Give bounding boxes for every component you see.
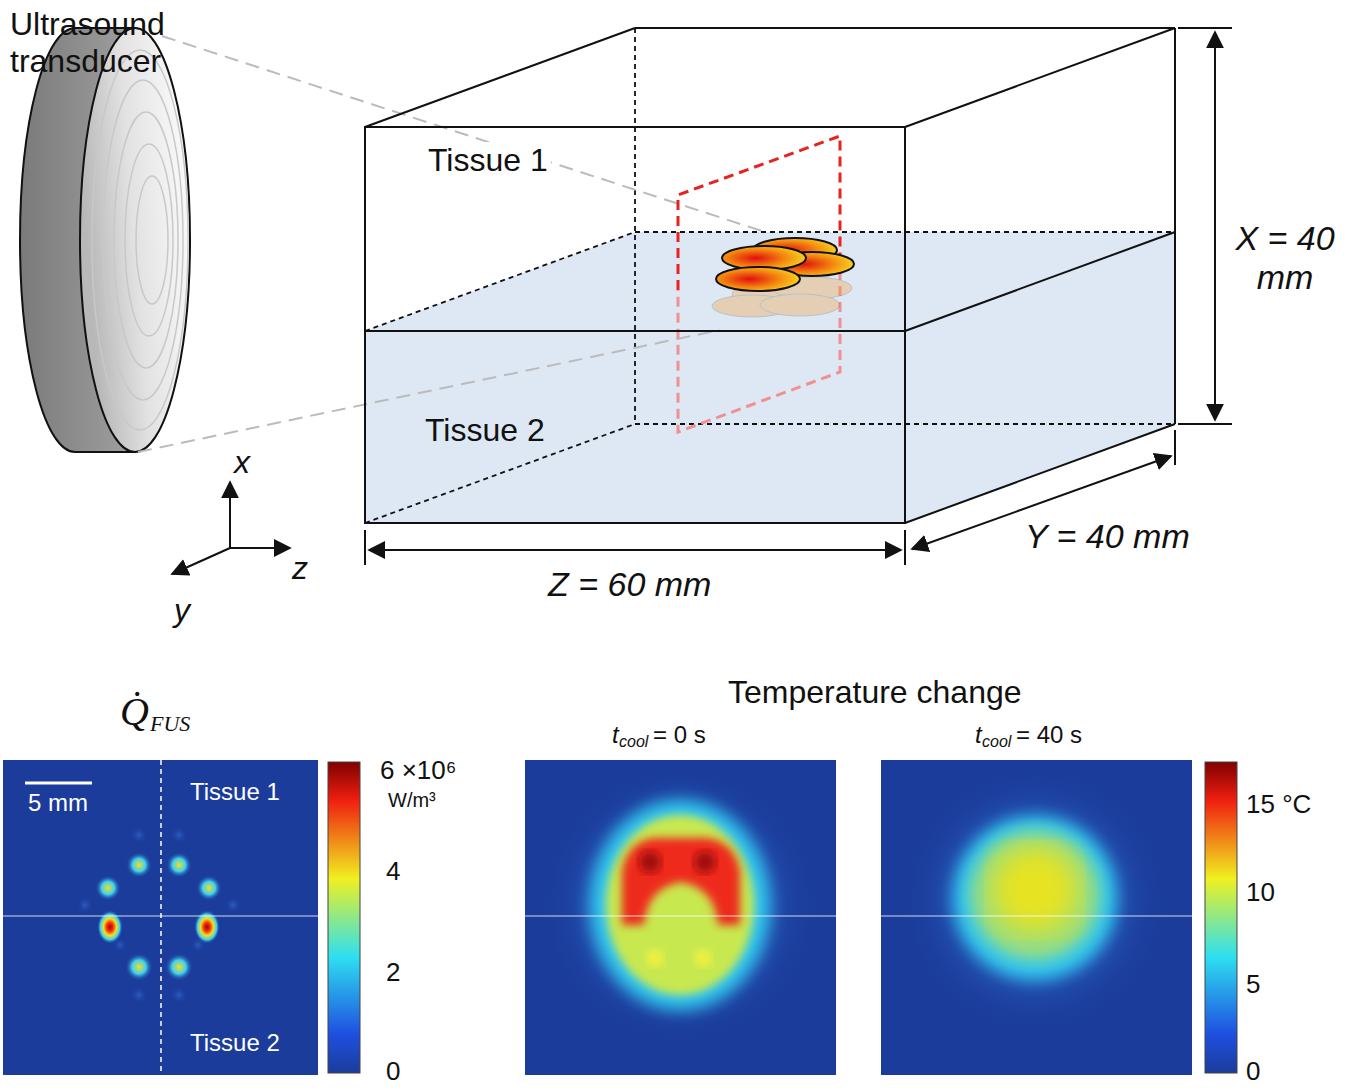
- beam-lines: [138, 36, 765, 452]
- colorbar-tick: 0: [1246, 1057, 1260, 1087]
- panel-heading: Temperature change: [728, 674, 1022, 711]
- colorbar-tick: 4: [386, 857, 400, 887]
- tissue-label: Tissue 1: [190, 778, 280, 806]
- ultrasound-transducer: [20, 28, 190, 452]
- dimension-lines: [365, 28, 1232, 565]
- time-label: = 40 s: [1016, 721, 1082, 749]
- temperature-map: [881, 760, 1192, 1075]
- colorbar: [1205, 762, 1237, 1073]
- axis-label: x: [234, 444, 250, 481]
- hidden-edges: [365, 28, 1175, 523]
- axis-label: y: [174, 592, 190, 629]
- tissue-label: Tissue 2: [425, 412, 545, 449]
- axis-label: z: [292, 550, 308, 587]
- panel-heading: Q̇: [120, 689, 149, 735]
- colorbar-tick: 5: [1246, 970, 1260, 1000]
- coordinate-axes: [172, 482, 290, 574]
- time-label-subscript: cool: [619, 733, 648, 751]
- time-label: t: [612, 721, 619, 749]
- colorbar-label: 6 ×10⁶: [380, 756, 457, 786]
- tissue-box: [365, 28, 1175, 523]
- time-label-subscript: cool: [982, 733, 1011, 751]
- colorbar-tick: 15 °C: [1246, 790, 1311, 820]
- part-name: Ultrasound transducer: [10, 6, 210, 80]
- dimension: Z = 60 mm: [548, 565, 711, 604]
- tissue-label: Tissue 2: [190, 1029, 280, 1057]
- colorbar-unit: W/m³: [388, 789, 436, 812]
- time-label: = 0 s: [653, 721, 706, 749]
- dimension: X = 40 mm: [1220, 219, 1350, 297]
- colorbar: [328, 762, 360, 1073]
- temperature-map: [525, 760, 836, 1075]
- time-label: t: [975, 721, 982, 749]
- dimension: Y = 40 mm: [1025, 517, 1190, 556]
- tissue-label: Tissue 1: [425, 142, 551, 179]
- panel-heading-subscript: FUS: [150, 711, 190, 736]
- colorbar-tick: 2: [386, 958, 400, 988]
- sonication-points: [712, 238, 854, 317]
- tissue-2-region: [365, 232, 1175, 523]
- scale-bar-label: 5 mm: [28, 789, 88, 817]
- power-density-map: [3, 760, 318, 1075]
- colorbar-tick: 10: [1246, 878, 1275, 908]
- colorbar-tick: 0: [386, 1057, 400, 1087]
